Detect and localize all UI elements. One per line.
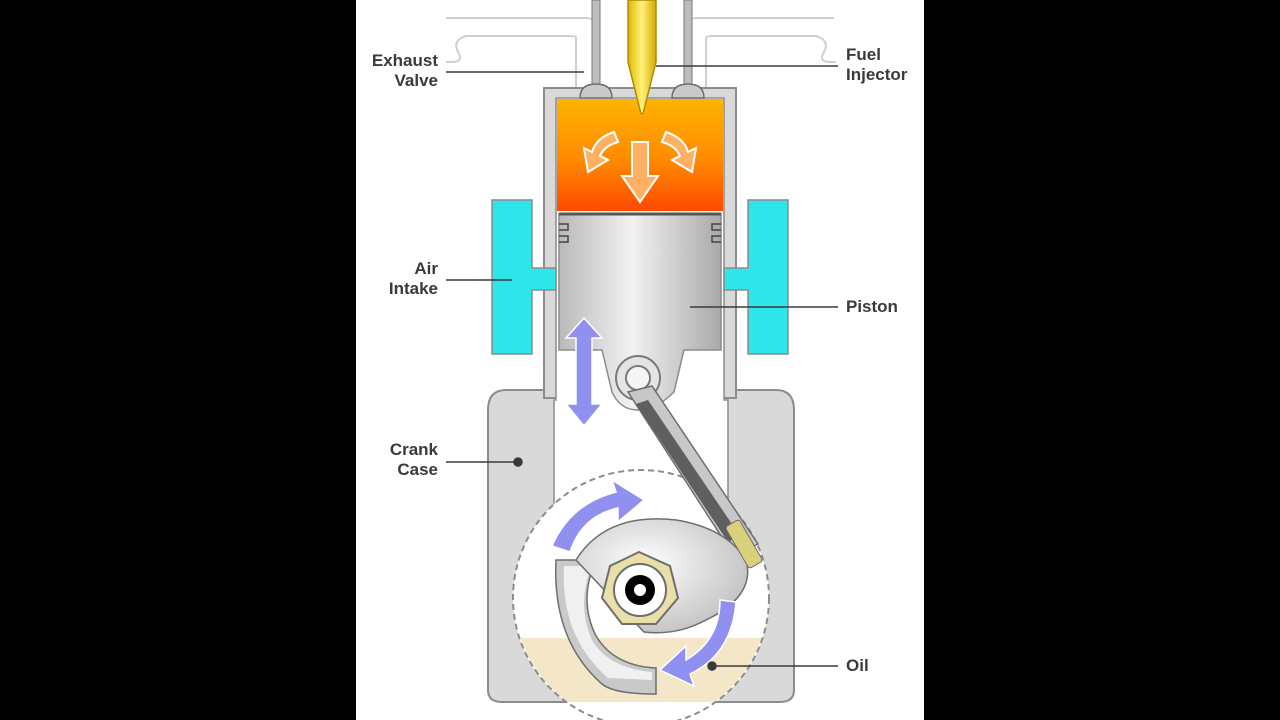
label-fuel-injector-line1: Fuel [846,45,881,64]
fuel-injector [627,0,657,115]
label-crank-case-line1: Crank [389,440,438,459]
piston [558,212,722,411]
crankshaft [554,518,763,695]
two-stroke-engine-diagram [446,0,838,720]
label-fuel-injector-line2: Injector [846,65,908,84]
label-exhaust-valve-line1: Exhaust [371,51,438,70]
label-crank-case-line2: Case [397,460,438,479]
air-intake-ports [491,199,789,355]
label-air-intake: Air Intake [356,259,438,299]
combustion-arrows [582,130,698,204]
piston-motion-arrow [564,316,604,428]
rotation-arrows [550,478,737,688]
label-oil: Oil [846,656,869,675]
connecting-rod [626,385,760,557]
diagram-stage: Exhaust Valve Fuel Injector Air Intake P… [356,0,924,720]
label-air-intake-line2: Intake [388,279,438,298]
label-exhaust-valve-line2: Valve [394,71,439,90]
intake-valve [671,0,705,99]
label-piston: Piston [846,297,898,316]
label-fuel-injector: Fuel Injector [846,45,907,85]
leader-lines [446,65,838,671]
label-exhaust-valve: Exhaust Valve [356,51,438,91]
label-air-intake-line1: Air [414,259,438,278]
exhaust-valve [579,0,613,99]
label-crank-case: Crank Case [356,440,438,480]
